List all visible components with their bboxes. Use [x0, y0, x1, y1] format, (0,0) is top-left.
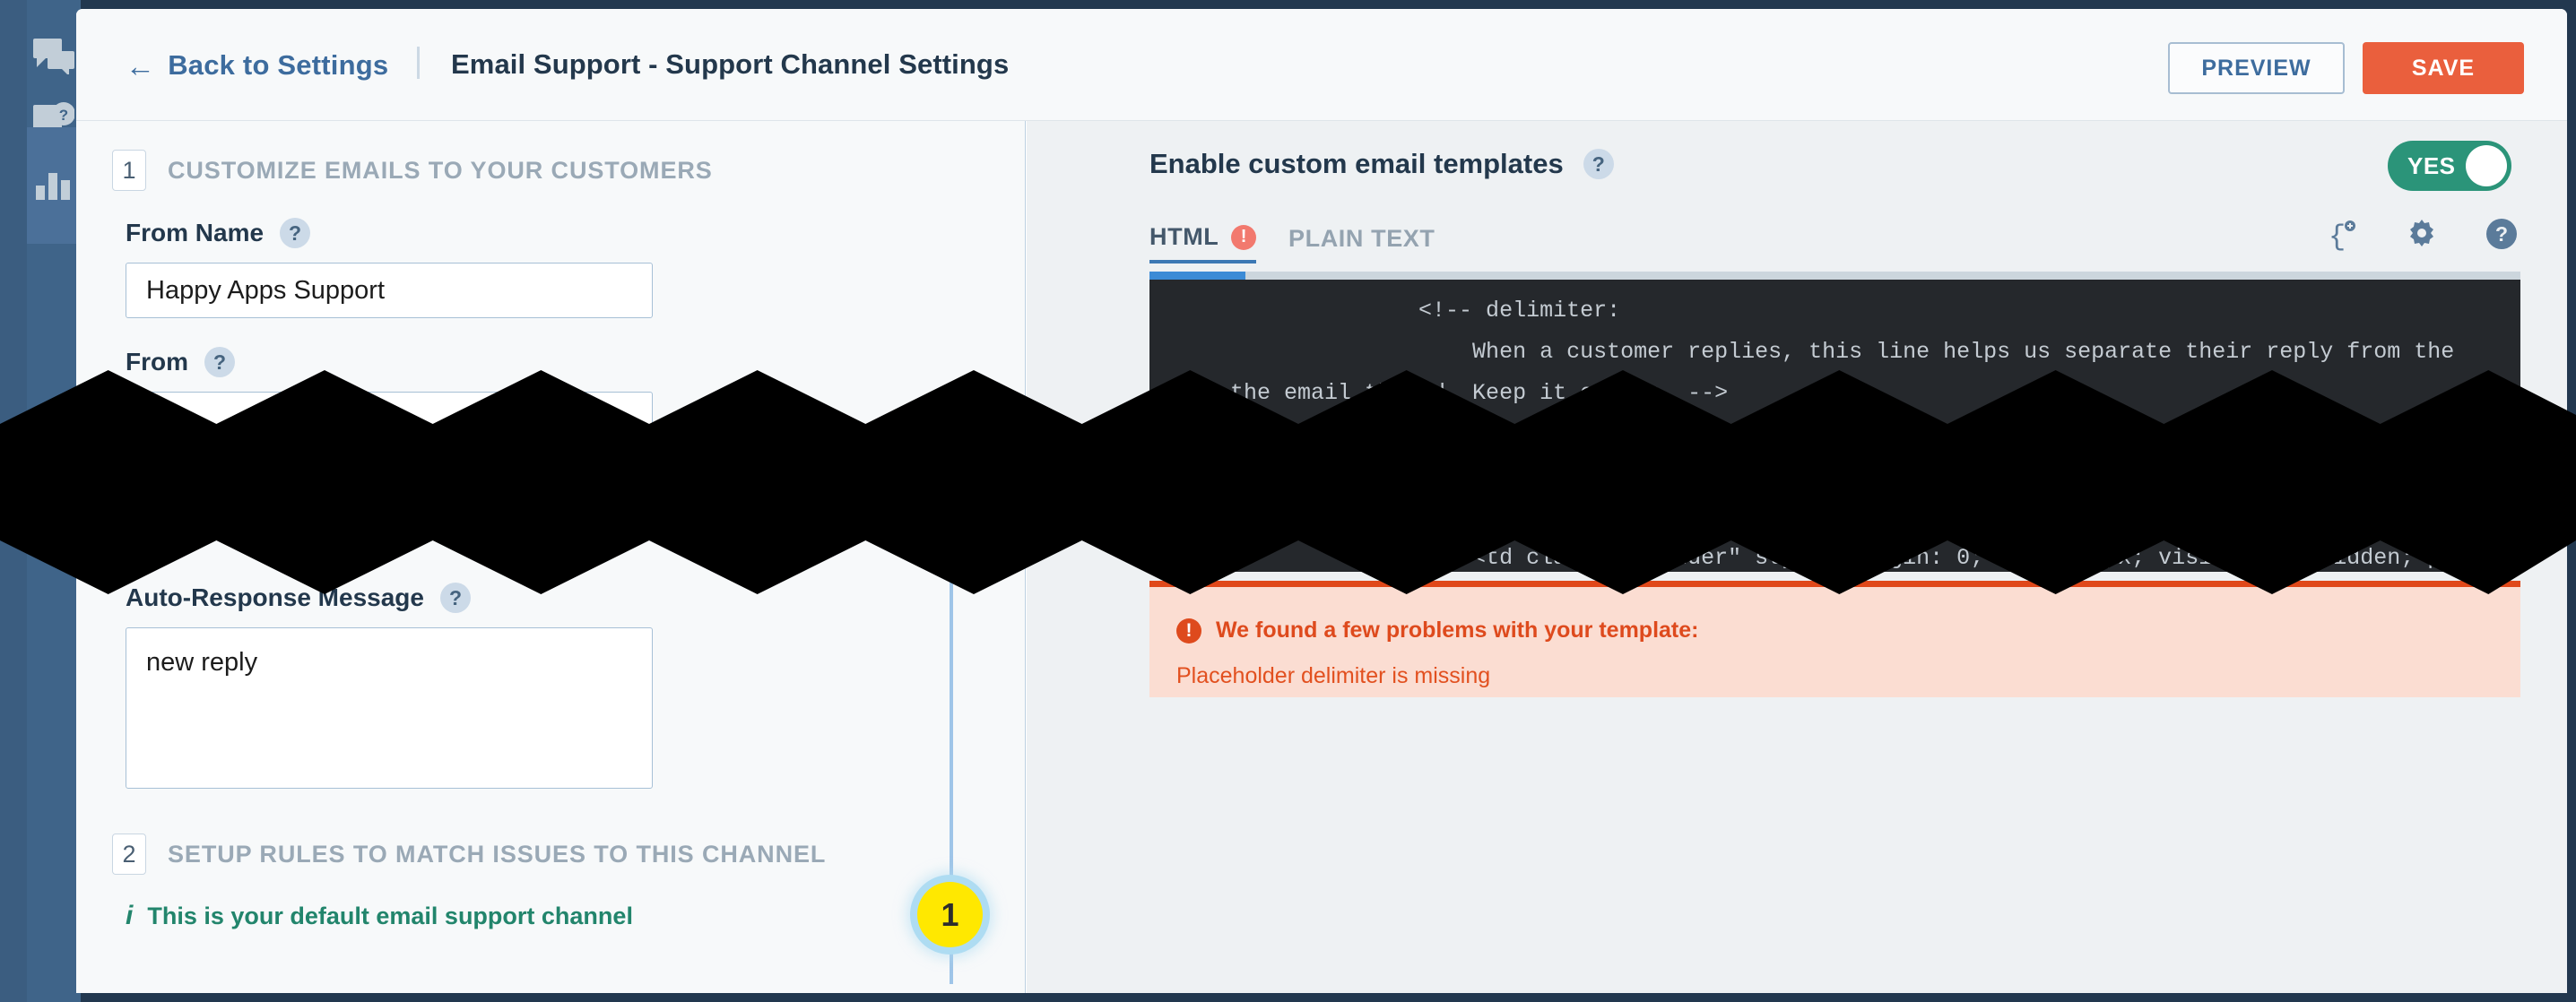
from-name-help-icon[interactable]: ?	[280, 218, 311, 248]
back-to-settings-link[interactable]: ← Back to Settings	[126, 49, 388, 82]
from-name-label: From Name ?	[126, 218, 311, 248]
sidebar-item-conversations[interactable]	[27, 0, 81, 117]
template-panel-title: Enable custom email templates ?	[1149, 148, 1614, 180]
tab-plain-text[interactable]: PLAIN TEXT	[1288, 225, 1435, 252]
top-bar: ← Back to Settings Email Support - Suppo…	[76, 9, 2567, 121]
error-detail: Placeholder delimiter is missing	[1176, 663, 1491, 688]
section-1-number: 1	[112, 150, 146, 191]
auto-response-help-icon[interactable]: ?	[439, 583, 471, 613]
chat-bubbles-icon	[33, 38, 74, 79]
annotation-badge-1: 1	[917, 882, 983, 947]
gear-icon[interactable]	[2407, 218, 2437, 248]
enable-templates-toggle[interactable]: YES	[2388, 141, 2511, 191]
error-icon: !	[1176, 618, 1201, 644]
template-help-icon[interactable]: ?	[1583, 149, 1614, 179]
section-2-title: SETUP RULES TO MATCH ISSUES TO THIS CHAN…	[168, 840, 827, 868]
tab-html-alert-icon: !	[1231, 224, 1257, 250]
default-channel-note-text: This is your default email support chann…	[147, 902, 633, 929]
section-2-header: 2 SETUP RULES TO MATCH ISSUES TO THIS CH…	[112, 834, 826, 875]
from-email-label-text: From	[126, 348, 188, 376]
section-2-number: 2	[112, 834, 146, 875]
error-heading: ! We found a few problems with your temp…	[1176, 618, 1698, 644]
preview-button[interactable]: PREVIEW	[2168, 42, 2345, 94]
template-error-banner: ! We found a few problems with your temp…	[1149, 581, 2520, 697]
annotation-connector-line	[950, 556, 953, 984]
from-email-label: From ?	[126, 347, 235, 377]
default-channel-note: i This is your default email support cha…	[126, 901, 633, 931]
section-1-title: CUSTOMIZE EMAILS TO YOUR CUSTOMERS	[168, 156, 713, 184]
template-panel-title-text: Enable custom email templates	[1149, 148, 1564, 179]
back-to-settings-label: Back to Settings	[168, 49, 389, 81]
info-icon: i	[126, 901, 134, 930]
from-name-input[interactable]	[126, 263, 653, 318]
page-title: Email Support - Support Channel Settings	[451, 48, 1010, 80]
auto-response-label: Auto-Response Message ?	[126, 583, 471, 613]
auto-response-textarea[interactable]: new reply	[126, 627, 653, 789]
svg-text:?: ?	[59, 107, 68, 124]
help-icon[interactable]: ?	[2485, 218, 2518, 250]
code-line: <!-- delimiter:	[1149, 298, 1621, 324]
sidebar-item-analytics[interactable]	[27, 127, 81, 244]
toggle-label: YES	[2407, 152, 2456, 179]
toggle-knob	[2466, 145, 2507, 186]
auto-response-label-text: Auto-Response Message	[126, 583, 424, 611]
editor-horizontal-scrollbar[interactable]	[1149, 272, 2520, 280]
scrollbar-thumb[interactable]	[1149, 272, 1246, 280]
error-heading-text: We found a few problems with your templa…	[1216, 618, 1699, 643]
save-button[interactable]: SAVE	[2363, 42, 2524, 94]
tab-html[interactable]: HTML !	[1149, 214, 1257, 263]
bar-chart-icon	[36, 168, 72, 204]
tab-html-label: HTML	[1149, 223, 1219, 250]
from-email-help-icon[interactable]: ?	[204, 347, 235, 377]
insert-placeholder-icon[interactable]: { }	[2329, 218, 2359, 252]
svg-text:?: ?	[2495, 222, 2508, 246]
code-line: When a customer replies, this line helps…	[1149, 339, 2455, 365]
topbar-divider	[417, 47, 420, 79]
from-name-label-text: From Name	[126, 219, 265, 246]
arrow-left-icon: ←	[126, 48, 156, 82]
section-1-header: 1 CUSTOMIZE EMAILS TO YOUR CUSTOMERS	[112, 150, 713, 191]
